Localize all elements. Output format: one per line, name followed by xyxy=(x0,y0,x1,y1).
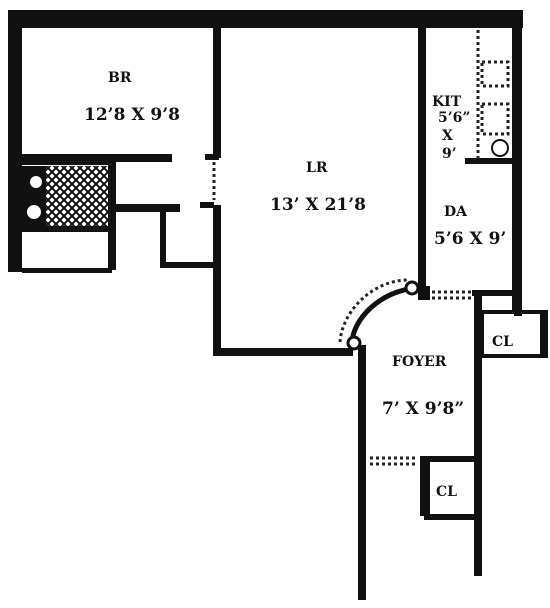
da-name: DA xyxy=(444,204,468,220)
wall-da-bottom-right xyxy=(472,290,518,296)
kit-name: KIT xyxy=(432,94,462,110)
wall-kitchen-bottom xyxy=(465,158,515,164)
kitchen-cabinet-2 xyxy=(480,102,510,136)
arch-opening xyxy=(349,285,419,345)
kit-dim-line1: 5’6” xyxy=(438,110,470,126)
arch-post-right xyxy=(404,280,420,296)
wall-corridor-stub xyxy=(160,212,166,264)
wall-bath-corridor xyxy=(116,204,180,212)
wall-lr-bottom xyxy=(213,348,353,356)
wall-bath-bottom xyxy=(22,268,112,273)
wall-br-bottom xyxy=(22,154,172,162)
br-dimensions: 12’8 X 9’8 xyxy=(84,105,180,125)
da-opening xyxy=(432,290,474,300)
kitchen-cabinet-1 xyxy=(480,60,510,88)
closet-upper-tab xyxy=(540,312,548,356)
closet-upper-label: CL xyxy=(492,334,513,350)
wall-da-post xyxy=(418,286,430,300)
foyer-dimensions: 7’ X 9’8” xyxy=(382,399,464,419)
foyer-name: FOYER xyxy=(392,354,447,370)
toilet-icon xyxy=(28,174,44,190)
closet-lower-bottom xyxy=(424,514,480,520)
closet-lower-label: CL xyxy=(436,484,457,500)
kit-dim-line2: X xyxy=(442,128,453,144)
kitchen-sink-icon xyxy=(491,139,509,157)
lr-name: LR xyxy=(306,160,328,176)
wall-bath-shelf xyxy=(22,226,110,232)
wall-lr-left-lower xyxy=(213,205,221,355)
wall-right-kitchen xyxy=(512,10,522,310)
da-dimensions: 5’6 X 9’ xyxy=(434,229,506,249)
wall-lr-left-upper xyxy=(213,28,221,158)
door-jamb-br-upper xyxy=(205,154,219,160)
wall-bath-top xyxy=(22,160,110,165)
wall-foyer-left xyxy=(358,345,366,600)
wall-foyer-right-lower xyxy=(474,368,482,576)
arch-post-left xyxy=(346,335,362,351)
lr-dimensions: 13’ X 21’8 xyxy=(270,195,366,215)
br-name: BR xyxy=(108,70,132,86)
foyer-lower-opening xyxy=(370,456,418,466)
wall-left xyxy=(8,10,22,272)
wall-lr-da xyxy=(418,28,426,298)
closet-upper-wall xyxy=(514,296,522,316)
wall-foyer-right xyxy=(474,290,482,370)
sink-icon xyxy=(25,203,43,221)
wall-bath-right xyxy=(108,160,116,270)
closet-lower-top xyxy=(420,456,480,462)
wall-top xyxy=(8,10,523,28)
arch-opening-inner xyxy=(338,278,409,343)
wall-corridor-bottom xyxy=(160,262,218,268)
bath-tile-floor xyxy=(46,166,108,226)
closet-lower-left xyxy=(420,456,430,516)
kit-dim-line3: 9’ xyxy=(442,146,457,162)
door-jamb-br-lower xyxy=(200,202,214,208)
